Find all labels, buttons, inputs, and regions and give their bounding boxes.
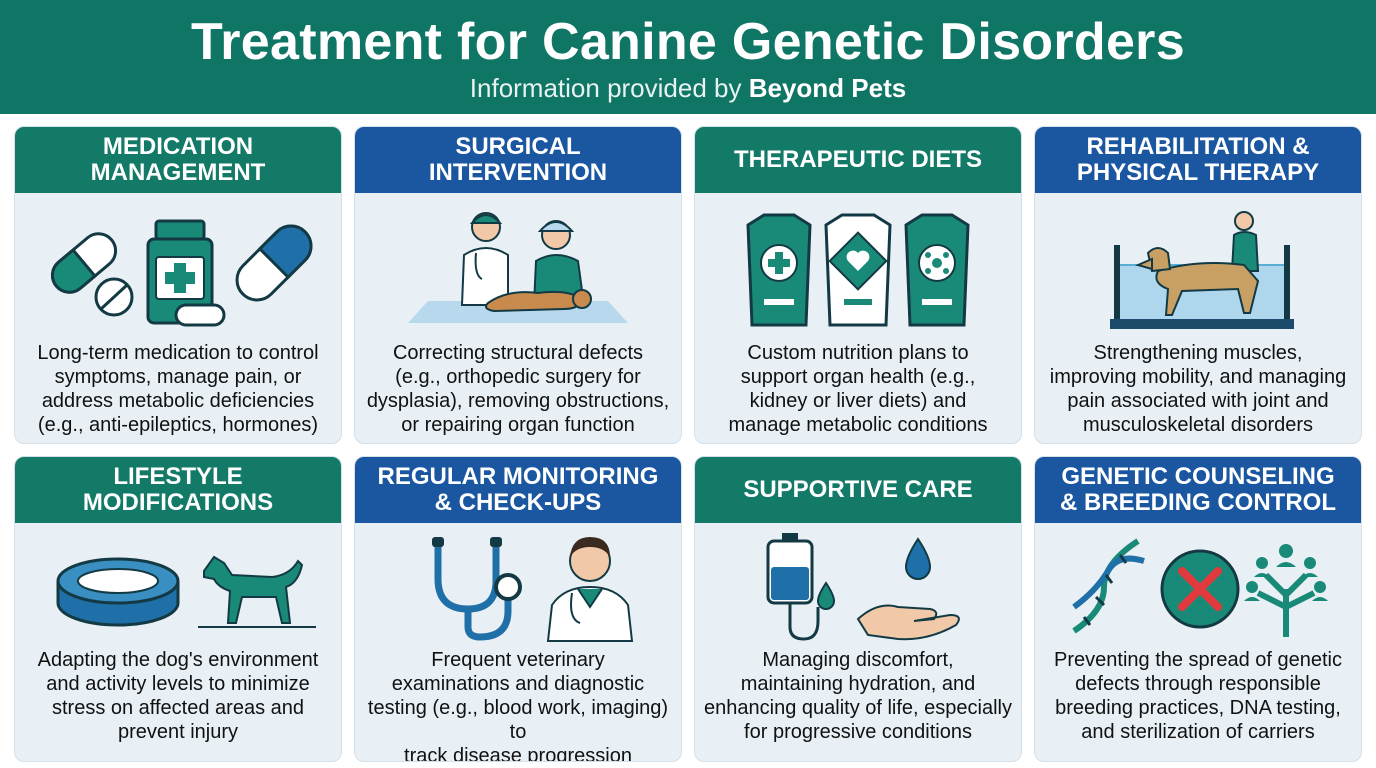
card-description: Correcting structural defects (e.g., ort… xyxy=(366,342,670,436)
card-illustration xyxy=(15,201,341,339)
page-title: Treatment for Canine Genetic Disorders xyxy=(191,13,1185,71)
stethoscope-icon xyxy=(432,537,522,641)
treatment-grid: MEDICATION MANAGEMENT xyxy=(14,126,1362,762)
food-bag-medical-icon xyxy=(746,213,812,327)
card-illustration xyxy=(695,201,1021,339)
card-illustration xyxy=(695,529,1021,645)
hydrotherapy-dog-icon xyxy=(1110,211,1294,329)
card-title: REGULAR MONITORING & CHECK-UPS xyxy=(377,463,659,516)
dna-icon xyxy=(1072,538,1145,634)
food-bag-molecule-icon xyxy=(904,213,970,327)
doctor-icon xyxy=(546,537,634,642)
card-title: SURGICAL INTERVENTION xyxy=(428,133,608,186)
card-title-bar: GENETIC COUNSELING & BREEDING CONTROL xyxy=(1035,457,1361,523)
brand-name: Beyond Pets xyxy=(748,73,907,103)
card-title-bar: LIFESTYLE MODIFICATIONS xyxy=(15,457,341,523)
page-subtitle: Information provided by Beyond Pets xyxy=(0,72,1376,104)
card-title-bar: SURGICAL INTERVENTION xyxy=(355,127,681,193)
card-description: Long-term medication to control symptoms… xyxy=(37,342,319,436)
card-supportive-care: SUPPORTIVE CARE Managing discomfort, mai… xyxy=(694,456,1022,762)
card-description: Custom nutrition plans to support organ … xyxy=(728,342,988,436)
card-illustration xyxy=(355,529,681,645)
card-title: REHABILITATION & PHYSICAL THERAPY xyxy=(1076,133,1320,186)
card-description: Preventing the spread of genetic defects… xyxy=(1054,649,1342,743)
card-title-bar: THERAPEUTIC DIETS xyxy=(695,127,1021,193)
card-title-bar: SUPPORTIVE CARE xyxy=(695,457,1021,523)
capsule-icon xyxy=(50,232,118,294)
card-illustration xyxy=(1035,529,1361,645)
card-description: Strengthening muscles, improving mobilit… xyxy=(1049,342,1347,436)
card-title: LIFESTYLE MODIFICATIONS xyxy=(82,463,274,516)
card-description: Adapting the dog's environment and activ… xyxy=(37,649,319,743)
cross-mark-icon xyxy=(1160,549,1240,629)
veterinary-surgeons-icon xyxy=(408,212,628,323)
card-illustration xyxy=(355,201,681,339)
dog-icon xyxy=(198,555,316,628)
card-medication-management: MEDICATION MANAGEMENT xyxy=(14,126,342,444)
capsule-icon xyxy=(235,224,313,302)
card-title-bar: MEDICATION MANAGEMENT xyxy=(15,127,341,193)
card-title-bar: REGULAR MONITORING & CHECK-UPS xyxy=(355,457,681,523)
food-bag-heart-icon xyxy=(824,213,892,327)
family-tree-icon xyxy=(1244,544,1328,637)
card-lifestyle-modifications: LIFESTYLE MODIFICATIONS Adapting the dog… xyxy=(14,456,342,762)
card-title: THERAPEUTIC DIETS xyxy=(733,146,982,173)
card-rehabilitation-physical-therapy: REHABILITATION & PHYSICAL THERAPY Streng… xyxy=(1034,126,1362,444)
card-description: Managing discomfort, maintaining hydrati… xyxy=(704,649,1012,743)
card-illustration xyxy=(1035,201,1361,339)
subtitle-prefix: Information provided by xyxy=(469,73,749,103)
card-title: SUPPORTIVE CARE xyxy=(743,476,973,503)
dog-bed-icon xyxy=(56,557,180,627)
card-title: MEDICATION MANAGEMENT xyxy=(90,133,266,186)
card-title-bar: REHABILITATION & PHYSICAL THERAPY xyxy=(1035,127,1361,193)
card-regular-monitoring: REGULAR MONITORING & CHECK-UPS xyxy=(354,456,682,762)
card-illustration xyxy=(15,529,341,645)
card-therapeutic-diets: THERAPEUTIC DIETS xyxy=(694,126,1022,444)
card-description: Frequent veterinary examinations and dia… xyxy=(367,649,669,762)
water-drop-hand-icon xyxy=(856,537,960,641)
medicine-bottle-icon xyxy=(146,219,226,327)
card-title: GENETIC COUNSELING & BREEDING CONTROL xyxy=(1060,463,1336,516)
card-surgical-intervention: SURGICAL INTERVENTION Correcting structu… xyxy=(354,126,682,444)
pill-tablet-icon xyxy=(94,277,134,317)
card-genetic-counseling: GENETIC COUNSELING & BREEDING CONTROL xyxy=(1034,456,1362,762)
iv-drip-icon xyxy=(766,533,836,641)
header-banner: Treatment for Canine Genetic Disorders I… xyxy=(0,0,1376,114)
